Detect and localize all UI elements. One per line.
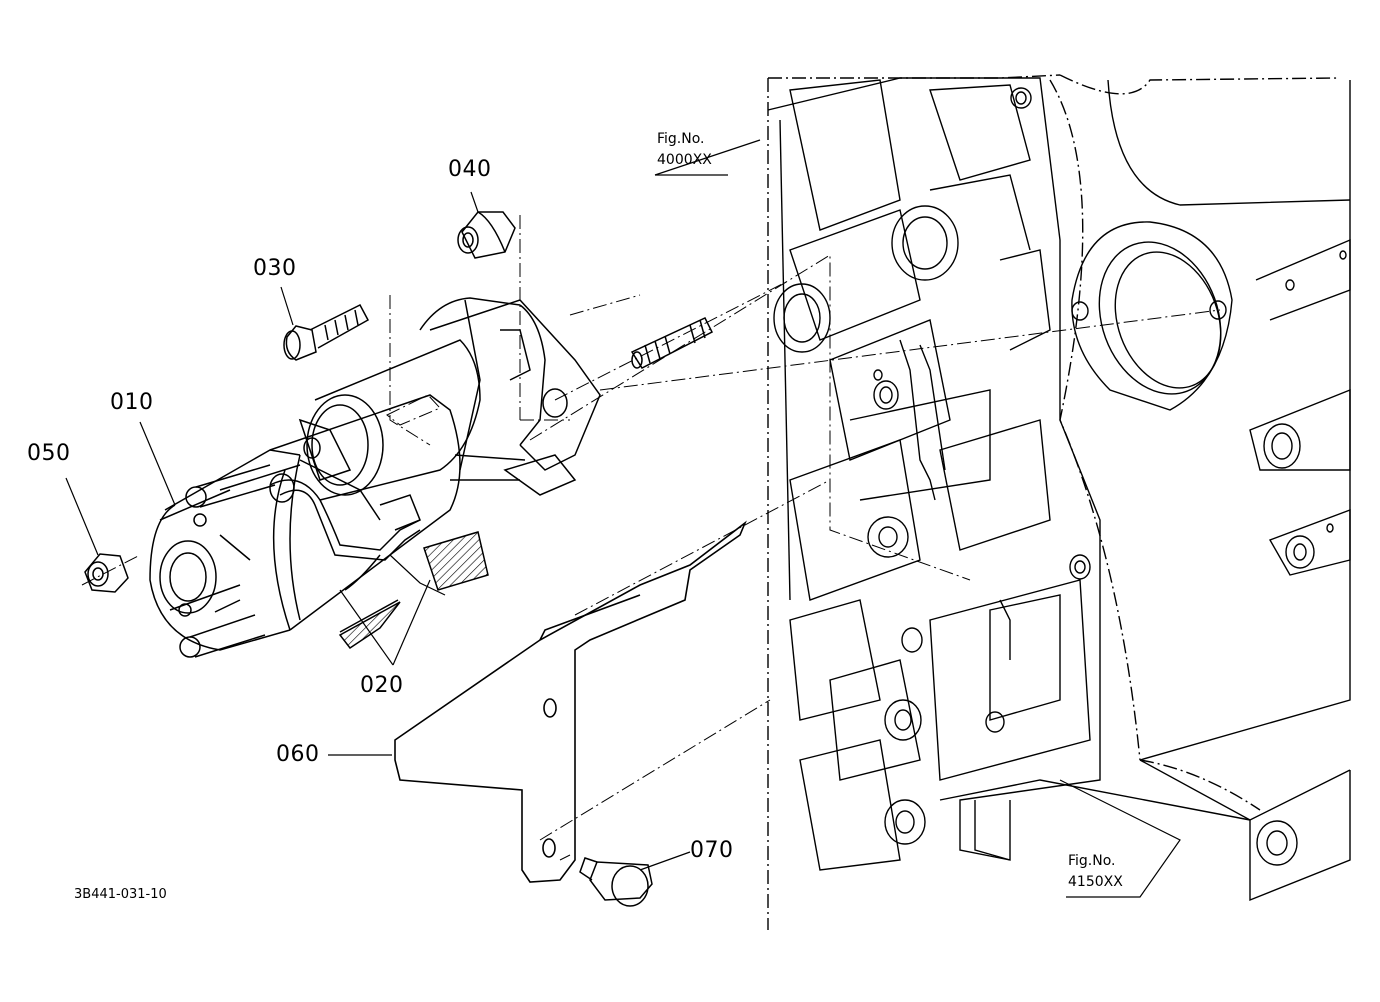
bolt-030 (283, 304, 370, 361)
leader-lines (65, 139, 1181, 898)
fig-ref-bottom: Fig.No. 4150XX (1068, 852, 1123, 891)
nut-050 (84, 553, 129, 593)
callout-020: 020 (360, 673, 404, 698)
engine-block (767, 74, 1351, 930)
fig-ref-bottom-line1: Fig.No. (1068, 853, 1116, 869)
fig-ref-top-line1: Fig.No. (657, 131, 705, 147)
shield-plate-060 (394, 520, 747, 883)
callout-070: 070 (690, 838, 734, 863)
nut-040 (457, 211, 516, 259)
fig-ref-top-line2: 4000XX (657, 152, 712, 168)
callout-060: 060 (276, 742, 320, 767)
bolt-070 (579, 857, 653, 907)
stud-bolt (630, 317, 714, 369)
callout-050: 050 (27, 441, 71, 466)
drawing-code: 3B441-031-10 (74, 887, 167, 902)
center-lines (81, 215, 1221, 861)
fig-ref-bottom-line2: 4150XX (1068, 874, 1123, 890)
starter-motor (149, 297, 601, 658)
callout-010: 010 (110, 390, 154, 415)
callout-040: 040 (448, 157, 492, 182)
fig-ref-top: Fig.No. 4000XX (657, 130, 712, 169)
callout-030: 030 (253, 256, 297, 281)
